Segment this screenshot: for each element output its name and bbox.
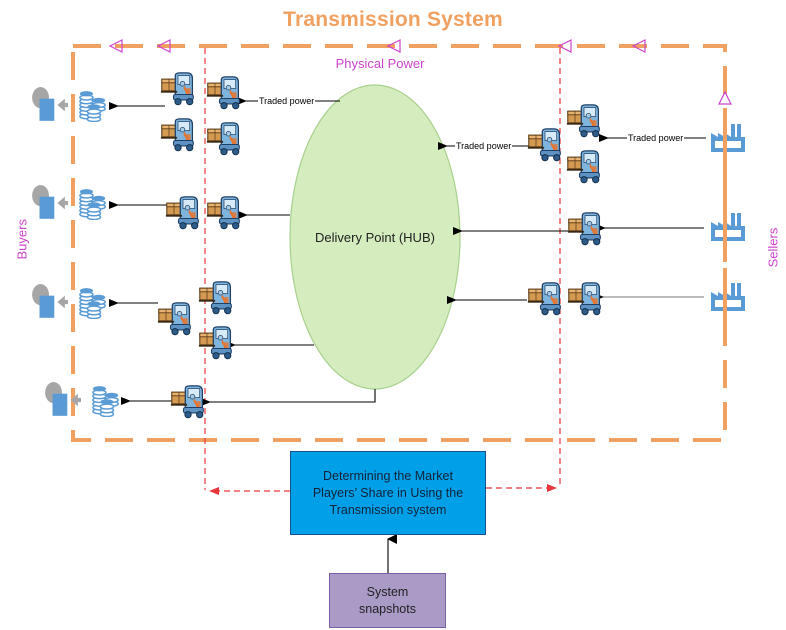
buyer-icon [32,185,68,219]
flow-arrow-icon [718,90,732,105]
forklift-icon [567,212,601,246]
traded-power-label-left: Traded power [258,96,316,107]
coins-icon [92,385,119,417]
traded-power-label-right: Traded power [627,133,685,144]
flow-arrow-icon [156,39,171,53]
forklift-icon [160,72,194,106]
flow-arrow-icon [557,39,572,53]
factory-icon [711,124,745,152]
transmission-border [71,44,727,442]
system-snapshots-text: System snapshots [359,584,416,616]
flow-arrow-icon [108,39,123,53]
forklift-icon [527,282,561,316]
buyers-label: Buyers [14,219,30,260]
flow-arrow-icon [386,39,401,53]
forklift-icon [567,282,601,316]
sellers-label: Sellers [765,227,781,268]
coins-icon [79,188,106,220]
buyer-icon [32,284,68,318]
forklift-icon [527,128,561,162]
forklift-icon [198,281,232,315]
market-share-text: Determining the Market Players’ Share in… [312,468,464,517]
factory-icon [711,213,745,241]
forklift-icon [206,196,240,230]
coins-icon [79,90,106,122]
forklift-icon [170,385,204,419]
physical-power-label: Physical Power [335,56,425,71]
forklift-icon [160,118,194,152]
diagram-title: Transmission System [283,8,503,31]
physical-power-arrows [108,39,732,105]
buyer-icon [32,87,68,121]
coins-icon [79,287,106,319]
traded-power-label-center: Traded power [455,141,513,152]
forklift-icon [157,302,191,336]
system-snapshots-box: System snapshots [329,573,446,628]
forklift-icon [206,76,240,110]
factory-icon [711,283,745,311]
boundary-lines [204,48,561,495]
buyers-group [32,87,119,417]
market-share-box: Determining the Market Players’ Share in… [290,451,486,535]
forklift-icon [566,150,600,184]
forklift-icon [566,104,600,138]
flow-arrow-icon [631,39,646,53]
forklift-icon [165,196,199,230]
sellers-group [711,124,745,311]
hub-label: Delivery Point (HUB) [315,230,435,245]
buyer-icon [45,382,81,416]
forklift-icon [198,326,232,360]
forklift-icon [206,122,240,156]
